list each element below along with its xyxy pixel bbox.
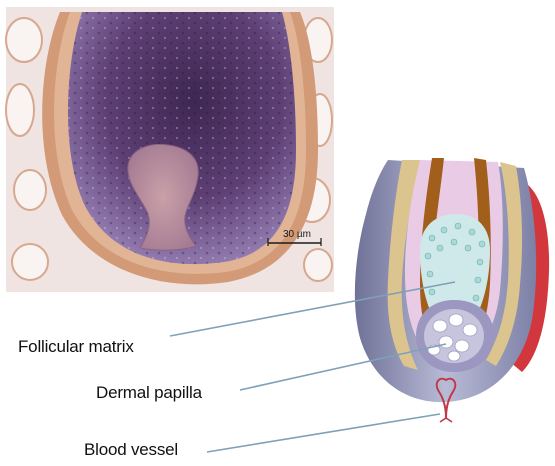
follicular-matrix-label: Follicular matrix [18,337,134,357]
blood-vessel-label: Blood vessel [84,440,178,460]
scale-bar-label: 30 µm [283,229,311,240]
leader-blood-vessel [207,414,440,452]
follicle-schematic [355,158,549,422]
dermal-papilla-label: Dermal papilla [96,383,202,403]
histology-micrograph [6,7,334,292]
